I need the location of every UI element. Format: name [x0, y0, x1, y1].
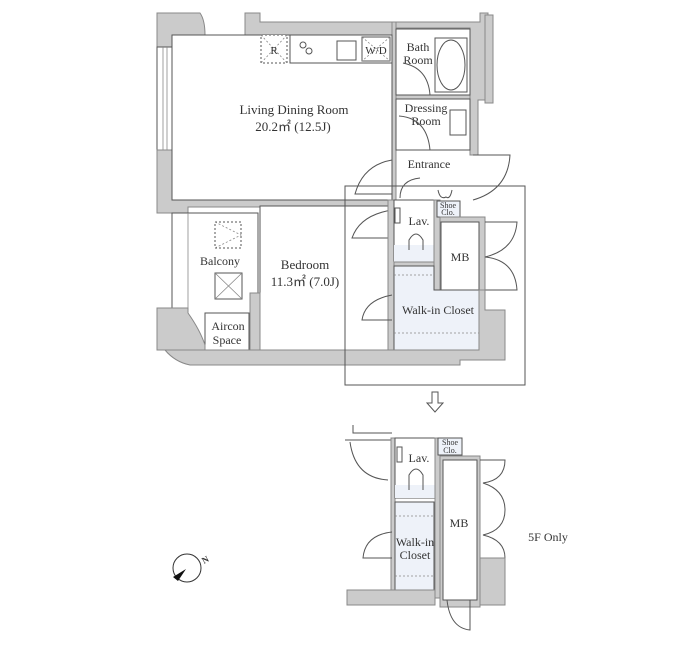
wall-ldk-right [391, 21, 397, 203]
balcony-corner-wall [156, 307, 206, 351]
main-plan: W/D R Living Dining Room 20.2㎡ (12.5J) B… [156, 12, 526, 386]
aircon-space [204, 312, 250, 351]
window-left [156, 46, 173, 151]
meter-box-5f [442, 459, 478, 601]
bathtub [436, 39, 466, 91]
wic-label-5f: Walk-in [396, 535, 434, 549]
compass-ring [172, 553, 202, 583]
dressing-label-2: Room [411, 114, 441, 128]
door-wic[interactable] [361, 294, 393, 321]
toilet [408, 233, 424, 250]
door-bedroom-5f[interactable] [349, 441, 389, 481]
shoe-closet-label-5f: Shoe [442, 438, 458, 447]
bath-window-wall [484, 14, 494, 104]
lavatory-floor-5f [395, 485, 435, 498]
bedroom-left-wall [249, 292, 261, 351]
shoe-closet-label-2: Clo. [441, 208, 455, 217]
shoe-closet-label-5f-2: Clo. [443, 446, 457, 455]
washer-dryer [361, 36, 391, 62]
toilet-5f [408, 468, 424, 490]
mb-bottom-door-5f[interactable] [446, 599, 471, 631]
bottom-wall-5f [346, 589, 436, 606]
door-dressing[interactable] [398, 115, 431, 151]
corner-wall-5f [479, 557, 506, 606]
living-dining-area: 20.2㎡ (12.5J) [255, 119, 330, 134]
outdoor-unit [214, 221, 242, 249]
door-wic-5f[interactable] [362, 531, 393, 559]
mb-label-5f: MB [450, 516, 469, 530]
lav-shelf [394, 207, 401, 224]
lav-wic-wall [393, 261, 435, 267]
entrance-label: Entrance [408, 157, 451, 171]
door-bedroom[interactable] [351, 209, 393, 239]
shoe-closet-5f [437, 437, 463, 456]
lav-shelf-5f [396, 446, 403, 463]
compass-arrow-icon [173, 561, 199, 581]
mb-doors-5f[interactable] [480, 459, 506, 559]
5f-only-note: 5F Only [528, 530, 568, 544]
refrigerator-label: R [270, 45, 278, 57]
outdoor-unit-mark [214, 221, 242, 249]
door-lav[interactable] [399, 177, 421, 199]
wic-label: Walk-in Closet [402, 303, 475, 317]
bath-label-2: Room [403, 53, 433, 67]
lav-label: Lav. [409, 214, 430, 228]
compass-icon: N [172, 553, 211, 583]
bottom-wall [163, 289, 506, 366]
meter-box [440, 221, 480, 291]
bedroom-area: 11.3㎡ (7.0J) [271, 274, 340, 289]
refrigerator [260, 34, 288, 64]
bathtub-frame [434, 37, 468, 93]
bath-dressing-wall [395, 94, 471, 100]
mb-label: MB [451, 250, 470, 264]
balcony-label: Balcony [200, 254, 240, 268]
walk-in-closet-5f [394, 501, 435, 591]
living-dining-label: Living Dining Room [239, 102, 348, 117]
lavatory-floor [394, 245, 434, 262]
door-bath[interactable] [402, 62, 431, 96]
bath-label: Bath [407, 40, 430, 54]
bath-room [395, 28, 471, 96]
washbasin [449, 109, 467, 136]
wall-line [352, 425, 392, 434]
sink [336, 40, 357, 61]
aircon-unit-cross [214, 272, 243, 300]
core-wall [387, 199, 395, 351]
aircon-label: Aircon [211, 319, 244, 333]
washer-dryer-label: W/D [365, 45, 386, 57]
aircon-label-2: Space [213, 333, 242, 347]
down-arrow-icon [425, 391, 445, 413]
dressing-room [395, 98, 471, 151]
bath-walls [392, 12, 489, 156]
core-wall-5f [390, 437, 396, 594]
door-ldk[interactable] [354, 159, 393, 195]
mb-doors[interactable] [484, 221, 518, 291]
shoe-closet-label: Shoe [440, 201, 456, 210]
dressing-label: Dressing [405, 101, 448, 115]
stove-burner-icon [305, 47, 313, 55]
front-door[interactable] [472, 154, 511, 201]
enlarged-area-outline [344, 185, 526, 386]
bedroom-label: Bedroom [281, 257, 329, 272]
variant-plan-5f: Lav. Shoe Clo. MB Walk-in Closet 5F Only [345, 425, 568, 631]
lav-label-5f: Lav. [409, 451, 430, 465]
north-label: N [200, 554, 211, 566]
wic-label-5f-2: Closet [400, 548, 431, 562]
stove-burner-icon [299, 41, 307, 49]
door-shoe-closet[interactable] [437, 189, 453, 199]
